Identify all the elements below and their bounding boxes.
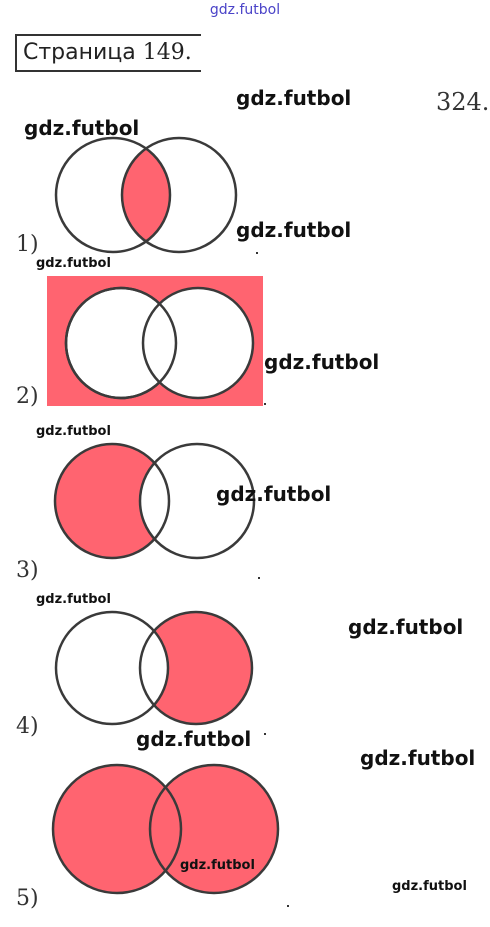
top-watermark: gdz.futbol <box>209 2 281 18</box>
item-label-1: 1) <box>16 232 39 257</box>
watermark: gdz.futbol <box>36 424 111 439</box>
venn-diagram-3 <box>53 442 256 560</box>
venn-5-circle-a <box>51 763 183 895</box>
venn-1-shaded-intersection <box>122 138 170 252</box>
watermark: gdz.futbol <box>392 879 467 894</box>
venn-3-circle-a <box>53 442 171 560</box>
item-label-3: 3) <box>16 558 39 583</box>
watermark: gdz.futbol <box>36 256 111 271</box>
item-label-4: 4) <box>16 714 39 739</box>
venn-diagram-5 <box>51 763 280 895</box>
watermark: gdz.futbol <box>180 858 255 873</box>
task-number: 324. <box>436 88 490 116</box>
dot <box>264 403 266 405</box>
watermark: gdz.futbol <box>236 218 352 242</box>
watermark: gdz.futbol <box>36 592 111 607</box>
page-header-label: Страница <box>23 40 136 65</box>
venn-5-shaded-b <box>150 765 278 893</box>
venn-3-circle-b <box>138 442 256 560</box>
venn-1-circle-b <box>120 136 238 254</box>
venn-4-circle-b <box>138 610 254 726</box>
dot <box>287 905 289 907</box>
venn-4-shaded-b-only <box>140 612 252 724</box>
dot <box>264 733 266 735</box>
venn-2-circle-b <box>141 286 255 400</box>
dot <box>256 252 258 254</box>
venn-5-circle-b <box>148 763 280 895</box>
watermark: gdz.futbol <box>348 615 464 639</box>
watermark: gdz.futbol <box>360 746 476 770</box>
venn-diagram-2 <box>47 276 263 406</box>
item-label-5: 5) <box>16 886 39 911</box>
venn-5-shaded-a <box>53 765 181 893</box>
watermark: gdz.futbol <box>136 727 252 751</box>
watermark: gdz.futbol <box>236 86 352 110</box>
dot <box>258 577 260 579</box>
venn-diagram-1 <box>54 136 238 254</box>
watermark: gdz.futbol <box>216 482 332 506</box>
item-label-2: 2) <box>16 384 39 409</box>
venn-1-circle-a <box>54 136 172 254</box>
watermark: gdz.futbol <box>264 350 380 374</box>
venn-diagram-4 <box>54 610 254 726</box>
venn-3-shaded-a-only <box>55 444 169 558</box>
page-header: Страница 149. <box>15 34 201 72</box>
venn-4-circle-a <box>54 610 170 726</box>
page-number: 149. <box>142 40 192 65</box>
watermark: gdz.futbol <box>24 116 140 140</box>
